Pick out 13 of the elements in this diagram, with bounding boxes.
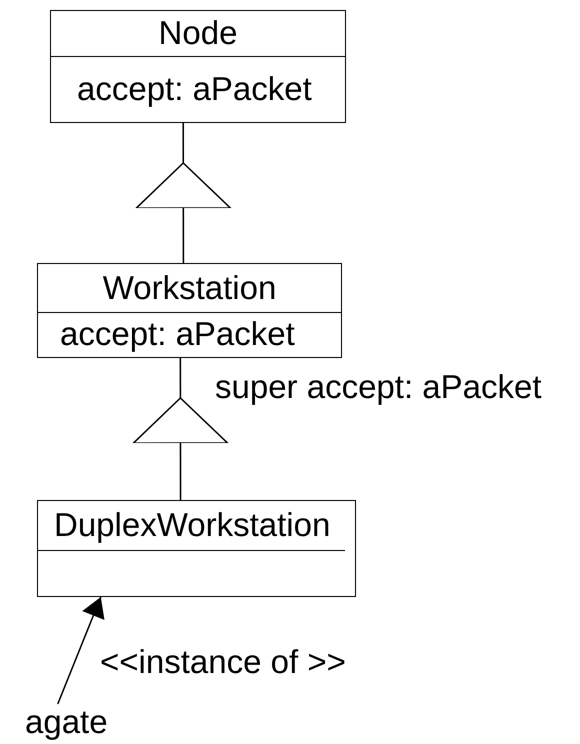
class-name: Workstation <box>102 270 276 306</box>
method-text: accept: aPacket <box>77 70 312 108</box>
generalization-arrow <box>132 358 228 500</box>
note-text: super accept: aPacket <box>215 369 542 406</box>
method-text: accept: aPacket <box>60 316 295 353</box>
object-name: agate <box>25 704 108 740</box>
class-name: DuplexWorkstation <box>54 507 330 544</box>
class-box <box>37 500 356 597</box>
arrow <box>57 596 104 704</box>
class-box <box>50 10 346 123</box>
class-box <box>37 263 342 358</box>
generalization-arrow <box>136 123 232 263</box>
class-name: Node <box>158 15 238 52</box>
